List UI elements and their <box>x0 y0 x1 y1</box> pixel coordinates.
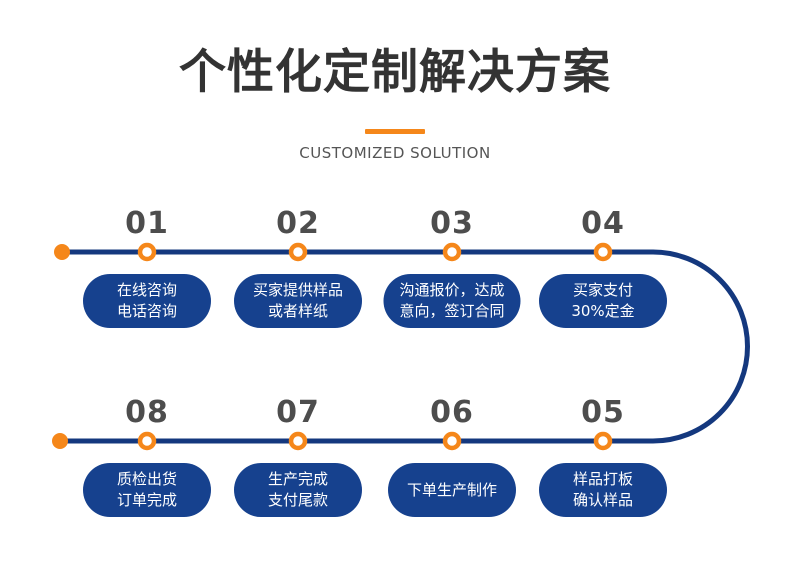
start-dot-bottom <box>52 433 68 449</box>
step-node-02 <box>288 242 308 262</box>
step-01-line1: 在线咨询 <box>116 281 177 299</box>
step-02-box: 买家提供样品 或者样纸 <box>234 274 362 328</box>
step-node-06 <box>442 431 462 451</box>
start-dot-top <box>54 244 70 260</box>
step-07: 07 生产完成 支付尾款 <box>234 395 362 517</box>
step-02-line1: 买家提供样品 <box>252 281 343 299</box>
step-05-line1: 样品打板 <box>572 470 633 488</box>
step-08-number: 08 <box>125 395 169 430</box>
step-08-line2: 订单完成 <box>116 491 177 509</box>
step-05: 05 样品打板 确认样品 <box>539 395 667 517</box>
step-07-number: 07 <box>276 395 320 430</box>
step-03-number: 03 <box>430 206 474 241</box>
step-node-08 <box>137 431 157 451</box>
step-04-line2: 30%定金 <box>571 302 635 320</box>
step-07-line1: 生产完成 <box>267 470 328 488</box>
step-07-box: 生产完成 支付尾款 <box>234 463 362 517</box>
step-node-03 <box>442 242 462 262</box>
step-08: 08 质检出货 订单完成 <box>83 395 211 517</box>
step-07-line2: 支付尾款 <box>267 491 328 509</box>
step-01-box: 在线咨询 电话咨询 <box>83 274 211 328</box>
step-03-box: 沟通报价，达成 意向，签订合同 <box>383 274 521 328</box>
step-04-number: 04 <box>581 206 625 241</box>
step-05-line2: 确认样品 <box>572 491 633 509</box>
step-05-number: 05 <box>581 395 625 430</box>
step-01: 01 在线咨询 电话咨询 <box>83 206 211 328</box>
step-node-04 <box>593 242 613 262</box>
step-04-box: 买家支付 30%定金 <box>539 274 667 328</box>
step-03-line2: 意向，签订合同 <box>399 302 505 320</box>
step-node-01 <box>137 242 157 262</box>
flow-path <box>60 249 750 444</box>
step-node-07 <box>288 431 308 451</box>
page-title: 个性化定制解决方案 <box>179 45 611 100</box>
step-06-number: 06 <box>430 395 474 430</box>
step-04-line1: 买家支付 <box>572 281 633 299</box>
step-06-line1: 下单生产制作 <box>406 480 497 499</box>
step-05-box: 样品打板 确认样品 <box>539 463 667 517</box>
step-08-box: 质检出货 订单完成 <box>83 463 211 517</box>
title-divider <box>365 129 425 134</box>
step-08-line1: 质检出货 <box>116 470 177 488</box>
step-06: 06 下单生产制作 <box>388 395 516 517</box>
step-06-box: 下单生产制作 <box>388 463 516 517</box>
step-node-05 <box>593 431 613 451</box>
step-02-line2: 或者样纸 <box>267 302 328 320</box>
step-04: 04 买家支付 30%定金 <box>539 206 667 328</box>
step-03-line1: 沟通报价，达成 <box>399 281 505 299</box>
page-subtitle: CUSTOMIZED SOLUTION <box>299 144 491 162</box>
step-02: 02 买家提供样品 或者样纸 <box>234 206 362 328</box>
step-02-number: 02 <box>276 206 320 241</box>
step-03: 03 沟通报价，达成 意向，签订合同 <box>383 206 521 328</box>
step-01-line2: 电话咨询 <box>116 302 177 320</box>
step-01-number: 01 <box>125 206 169 241</box>
